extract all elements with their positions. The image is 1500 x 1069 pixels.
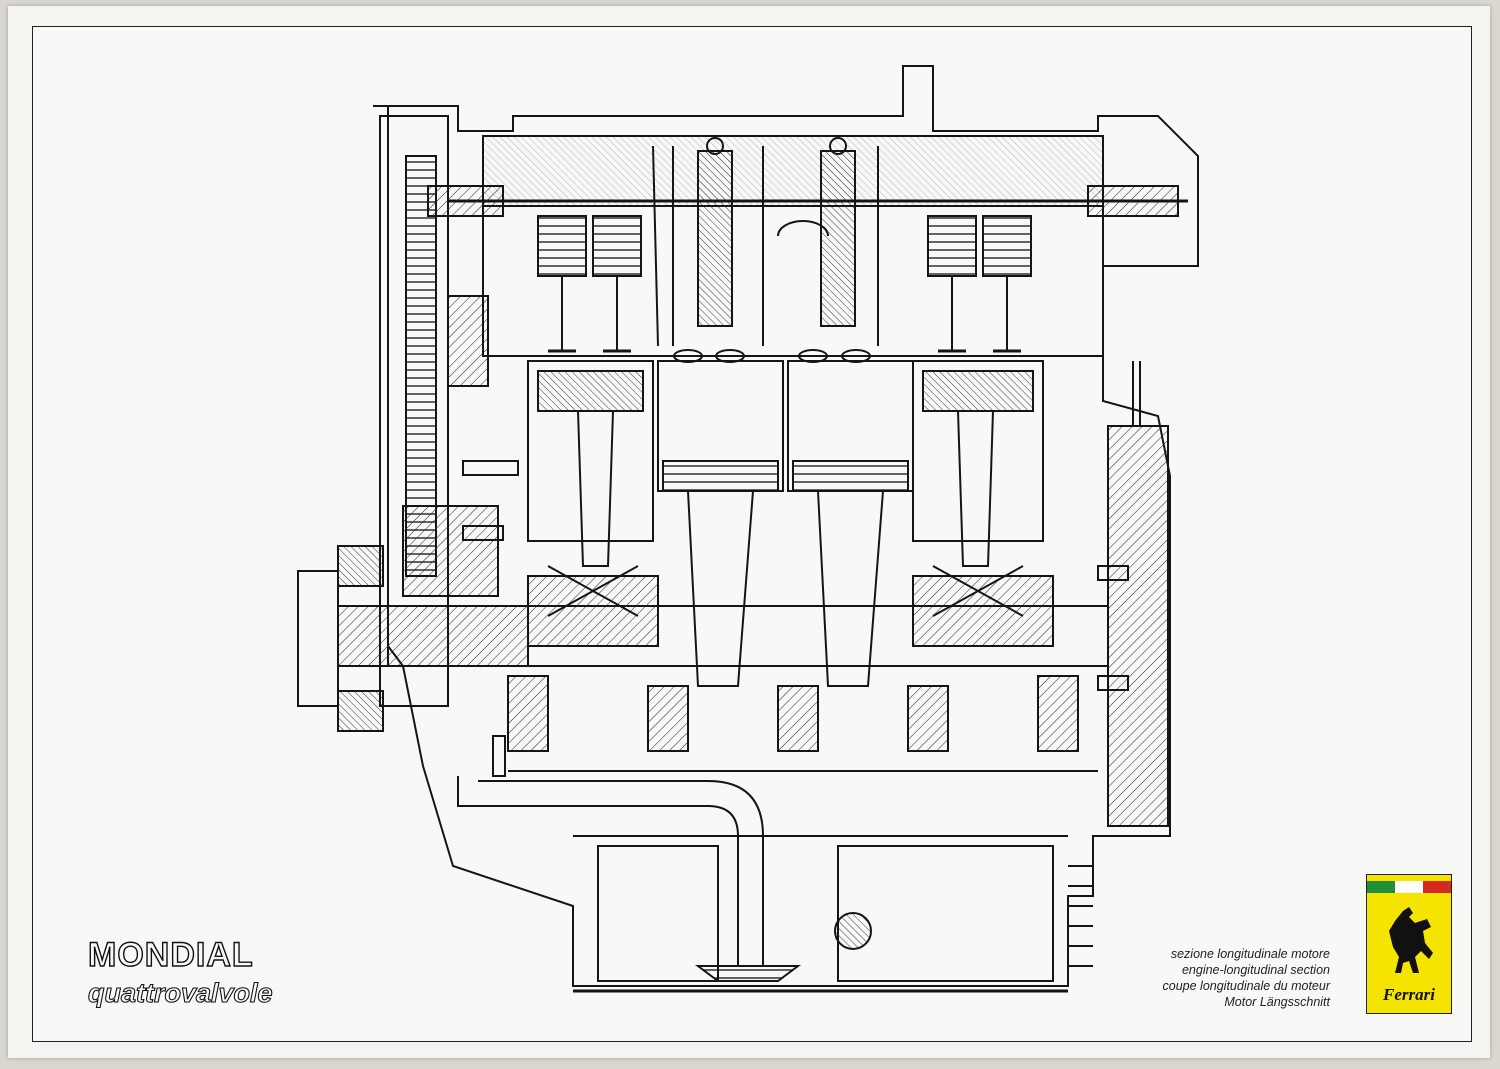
pistons <box>537 370 1034 492</box>
caption-french: coupe longitudinale du moteur <box>1162 979 1330 993</box>
variant-subtitle: quattrovalvole <box>87 977 273 1008</box>
model-title: MONDIAL <box>87 935 254 974</box>
tricolor-stripes <box>1367 881 1451 893</box>
section-caption: sezione longitudinale motore engine-long… <box>1163 946 1330 1010</box>
timing-cover <box>379 115 449 707</box>
crankshaft <box>387 565 1109 752</box>
caption-german: Motor Längsschnitt <box>1224 995 1330 1009</box>
engine-block-outline <box>373 65 1199 987</box>
spark-plugs <box>697 137 856 327</box>
fasteners <box>462 460 1129 777</box>
poster-sheet: MONDIAL quattrovalvole sezione longitudi… <box>8 6 1490 1058</box>
valve-group-left <box>537 215 642 353</box>
engine-section-drawing <box>297 65 1199 993</box>
ferrari-shield-logo: Ferrari <box>1366 874 1452 1014</box>
connecting-rods <box>576 410 995 687</box>
flywheel <box>1107 361 1169 827</box>
title-block: MONDIAL quattrovalvole <box>87 935 348 1016</box>
logo-brand-text: Ferrari <box>1383 985 1435 1004</box>
caption-english: engine-longitudinal section <box>1181 963 1330 977</box>
valve-group-right <box>927 215 1032 353</box>
cylinders <box>527 360 1044 542</box>
caption-italian: sezione longitudinale motore <box>1170 947 1330 961</box>
prancing-horse-icon <box>1389 907 1433 973</box>
crank-pulley <box>297 505 529 732</box>
oil-sump <box>573 835 1093 993</box>
